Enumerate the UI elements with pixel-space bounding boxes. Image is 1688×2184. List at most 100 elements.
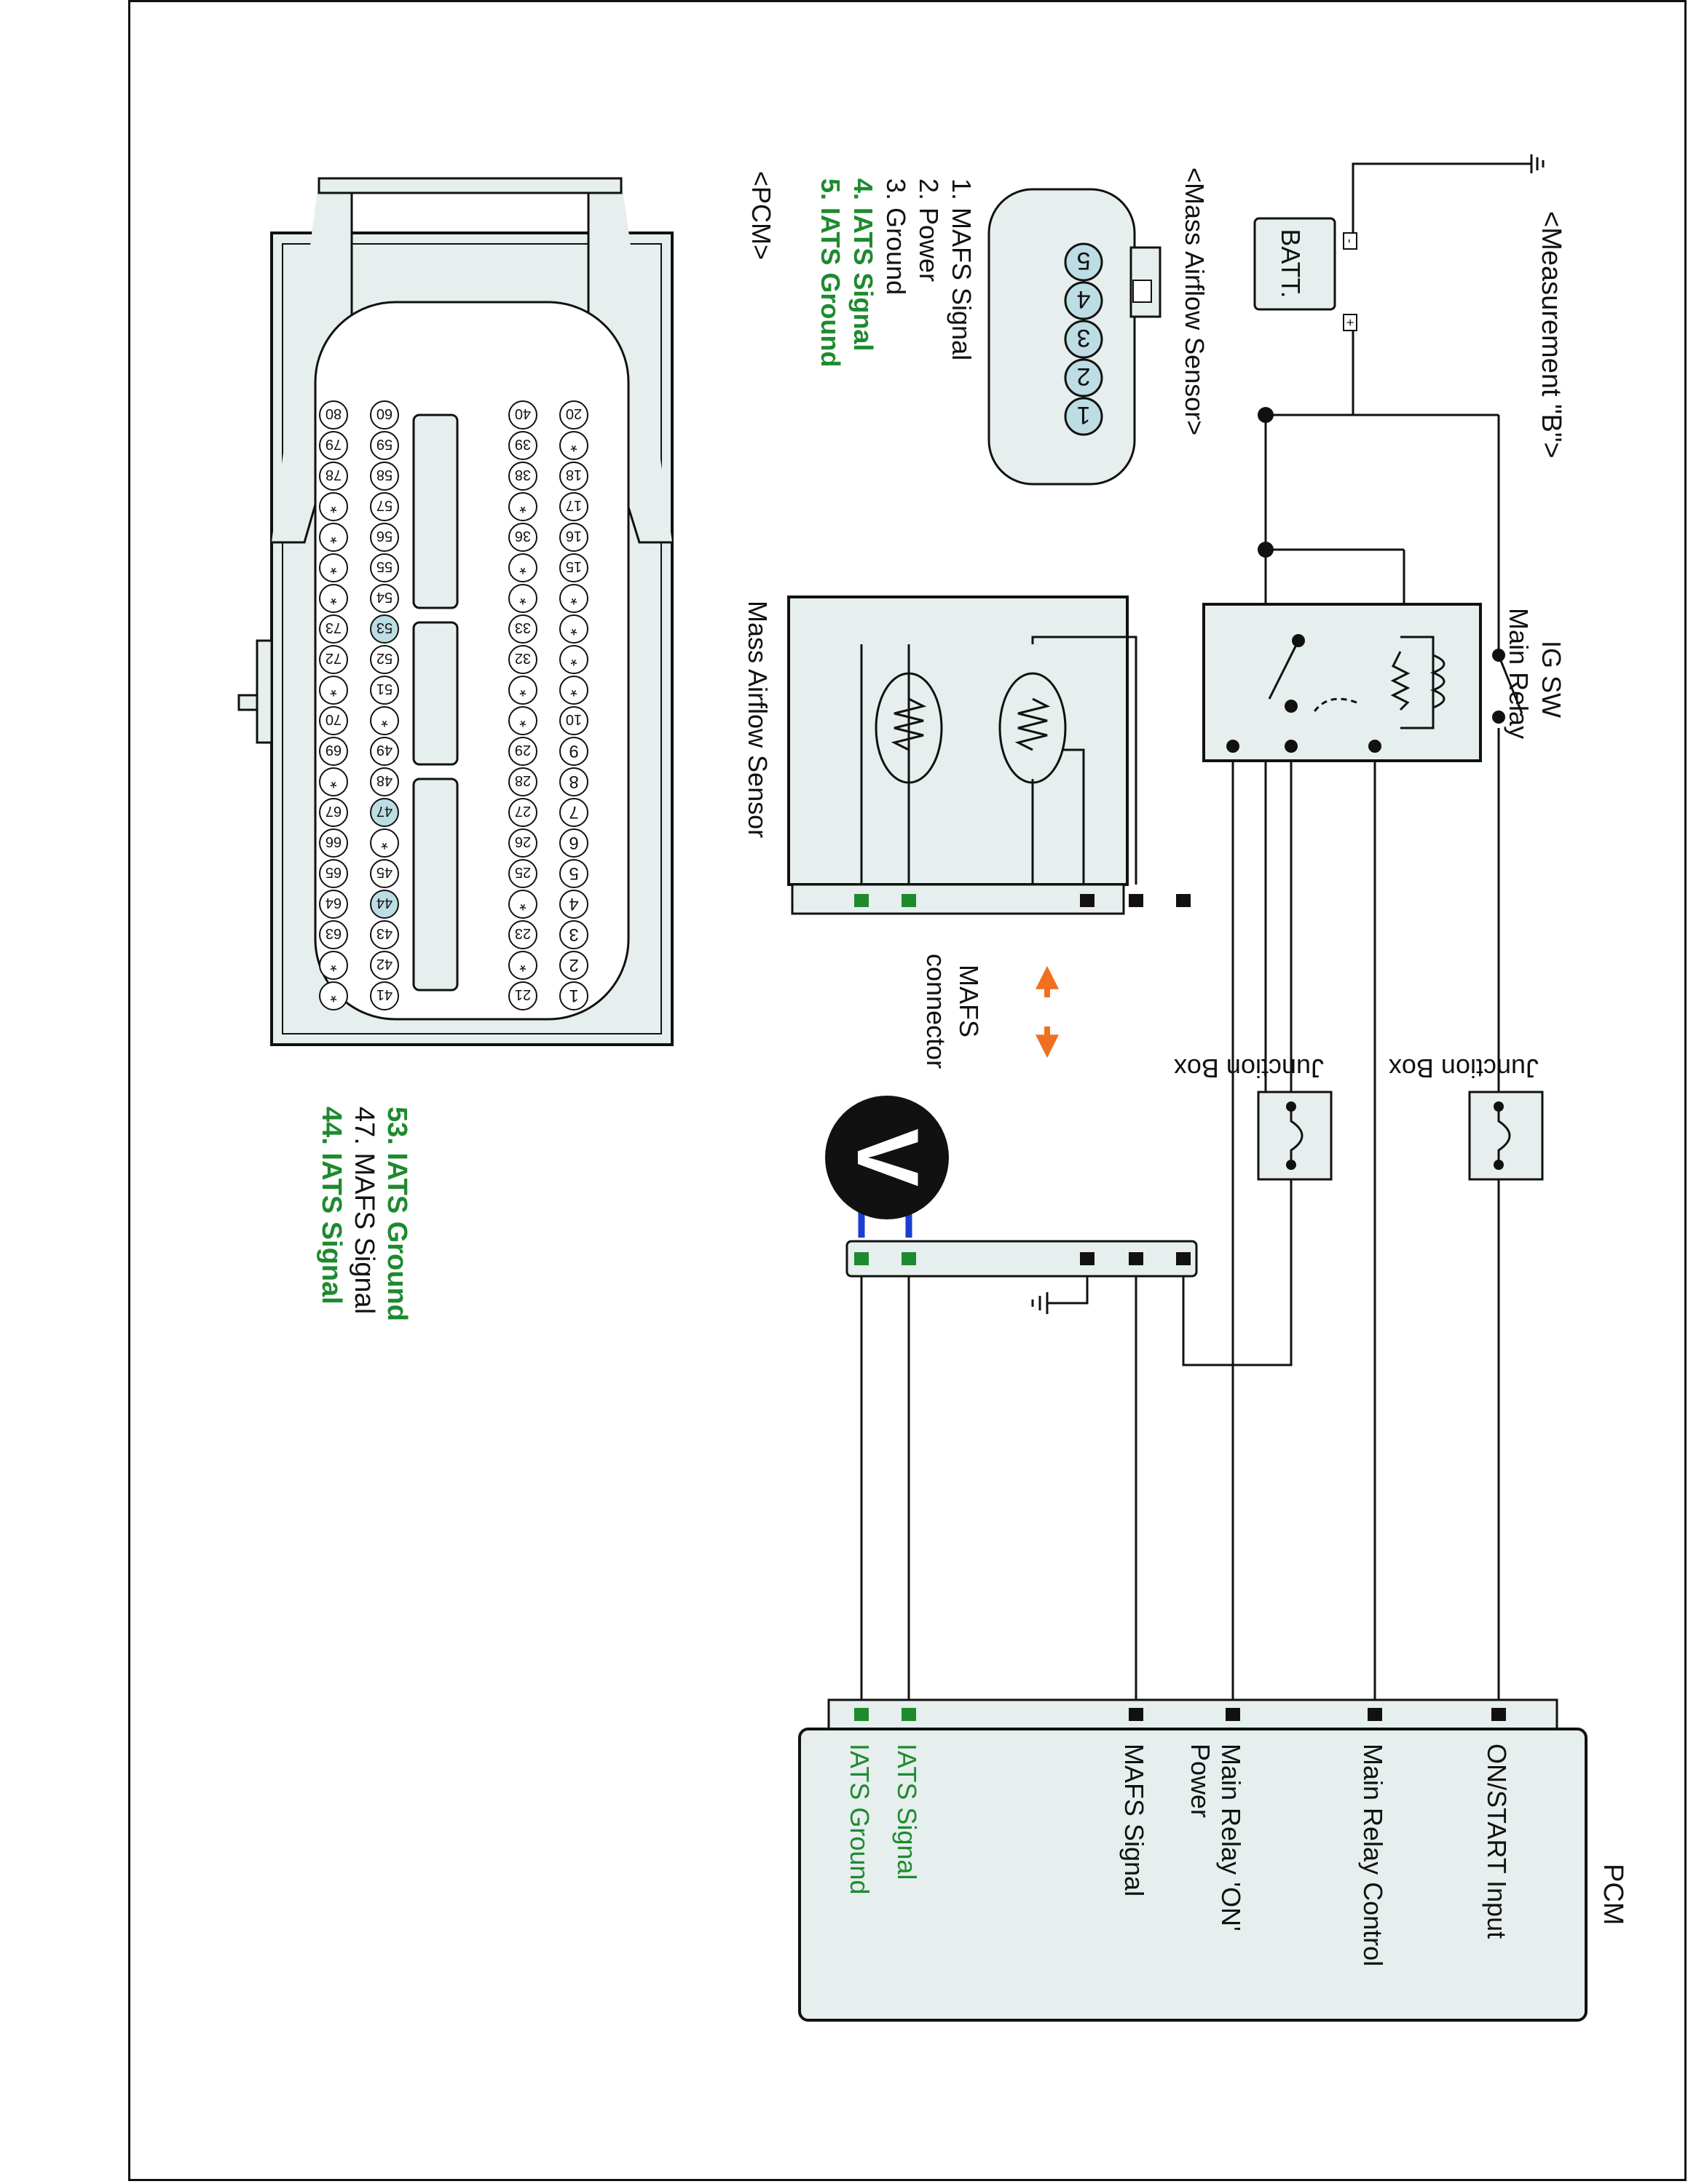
mass-airflow-sensor-box: Mass Airflow Sensor: [743, 596, 1191, 915]
pcm-pin-number: 72: [326, 650, 342, 666]
pcm-pin-iats-ground: IATS Ground: [845, 1744, 875, 1894]
pcm-pin-number: 16: [566, 528, 582, 544]
pcm-pin-number: 32: [515, 650, 531, 666]
pcm-pin-number: 66: [326, 834, 342, 850]
junction-box-1-label: Junction Box: [1389, 1053, 1539, 1083]
pcm-pin: 44: [370, 890, 399, 919]
pcm-pin-number: 29: [515, 742, 531, 758]
pcm-pin: *: [508, 951, 537, 980]
mafs-pin-2: 2: [1064, 358, 1103, 397]
pcm-pin-number: 49: [376, 742, 393, 758]
pcm-pin-number: 53: [376, 620, 393, 636]
junction-box-2-label: Junction Box: [1174, 1053, 1324, 1083]
junction-dots: [1258, 407, 1274, 558]
pcm-pin-number: 73: [326, 620, 342, 636]
pcm-pin-number: *: [519, 588, 526, 608]
pcm-pin-number: 69: [326, 742, 342, 758]
pcm-legend-item: 53. IATS Ground: [382, 1107, 412, 1321]
pcm-legend-title: <PCM>: [746, 171, 776, 260]
pcm-pin-number: 2: [569, 955, 578, 975]
pcm-pin-number: 3: [569, 925, 578, 944]
pcm-pin-number: 80: [326, 405, 342, 422]
pcm-pin-number: 40: [515, 405, 531, 422]
pcm-pin-number: *: [519, 955, 526, 975]
pcm-pin-number: 52: [376, 650, 393, 666]
pcm-pin: *: [508, 584, 537, 613]
pcm-pin-number: *: [330, 558, 336, 577]
pcm-pin-number: *: [519, 894, 526, 914]
pcm-pin-number: 43: [376, 925, 393, 941]
pcm-pin-number: *: [330, 527, 336, 547]
pcm-pin-mafs-signal: MAFS Signal: [1119, 1744, 1149, 1896]
mafs-pin-number: 1: [1077, 401, 1091, 429]
pcm-pin-on-start: ON/START Input: [1482, 1744, 1512, 1939]
wire-power-to-sensor: [1182, 746, 1293, 1366]
pcm-pin: 10: [559, 706, 588, 735]
pcm-pin: 6: [559, 828, 588, 858]
page-title: <Measurement "B">: [1536, 211, 1566, 459]
pcm-box-label: PCM: [1598, 1864, 1628, 1925]
pcm-pin-number: 27: [515, 803, 531, 819]
pcm-pin: 2: [559, 951, 588, 980]
pcm-pin: 16: [559, 523, 588, 552]
pcm-connector: <PCM> 20*18171615****10987654321403938*3…: [237, 171, 776, 1046]
pcm-pin: *: [319, 523, 348, 552]
pcm-pin: 80: [319, 400, 348, 430]
pcm-pin: 40: [508, 400, 537, 430]
pcm-pin-number: 36: [515, 528, 531, 544]
page-frame: [128, 0, 1687, 2181]
mafs-legend-item: 1. MAFS Signal: [947, 178, 977, 360]
pcm-pin-number: 28: [515, 772, 531, 788]
pcm-pin: *: [319, 676, 348, 705]
pcm-pin-number: *: [519, 680, 526, 700]
battery-minus: -: [1343, 239, 1357, 243]
ig-switch-label: IG SW: [1537, 641, 1566, 718]
pcm-pin: *: [319, 584, 348, 613]
pcm-pin: 58: [370, 462, 399, 491]
pcm-pin: *: [508, 553, 537, 582]
pcm-pin-number: 47: [376, 803, 393, 819]
pcm-pin-number: 60: [376, 405, 393, 422]
pcm-pin: 65: [319, 859, 348, 888]
pcm-pin-number: 45: [376, 864, 393, 880]
pcm-pin: 78: [319, 462, 348, 491]
pcm-pin-number: 38: [515, 467, 531, 483]
mafs-pin-number: 2: [1077, 363, 1091, 390]
voltmeter-label: V: [839, 1128, 936, 1187]
pcm-pin: 29: [508, 737, 537, 766]
pcm-pin: 42: [370, 951, 399, 980]
pcm-pin-number: *: [330, 955, 336, 975]
junction-box-2: Junction Box: [1174, 1053, 1333, 1181]
pcm-pin-number: 23: [515, 925, 531, 941]
ignition-switch: IG SW: [1492, 641, 1566, 724]
pcm-pin: *: [370, 706, 399, 735]
pcm-pin: 36: [508, 523, 537, 552]
pcm-pin-number: *: [519, 496, 526, 516]
separation-arrows: MAFS connector: [921, 954, 1059, 1069]
mafs-pin-number: 4: [1077, 285, 1091, 313]
mafs-pin-4: 4: [1064, 281, 1103, 320]
pcm-pin: *: [370, 828, 399, 858]
pcm-pin: 63: [319, 920, 348, 949]
pcm-pin: 51: [370, 676, 399, 705]
mafs-pin-5: 5: [1064, 242, 1103, 282]
pcm-pin-number: 64: [326, 895, 342, 911]
pcm-pin: *: [319, 492, 348, 521]
sensor-box-label: Mass Airflow Sensor: [743, 601, 773, 838]
pcm-pin-number: 55: [376, 558, 393, 574]
pcm-pin: 54: [370, 584, 399, 613]
pcm-pin: 9: [559, 737, 588, 766]
pcm-pin-number: 58: [376, 467, 393, 483]
pcm-pin: 49: [370, 737, 399, 766]
pcm-pin-number: 20: [566, 405, 582, 422]
voltmeter: V: [825, 1096, 949, 1238]
main-relay: Main Relay: [1202, 603, 1534, 762]
pcm-pin-number: 67: [326, 803, 342, 819]
mafs-connector-label-2: connector: [921, 954, 951, 1069]
pcm-pin-number: *: [381, 711, 387, 730]
pcm-pin-number: 10: [566, 711, 582, 727]
pcm-module: PCM ON/START Input Main Relay Control Ma…: [798, 1698, 1628, 2022]
